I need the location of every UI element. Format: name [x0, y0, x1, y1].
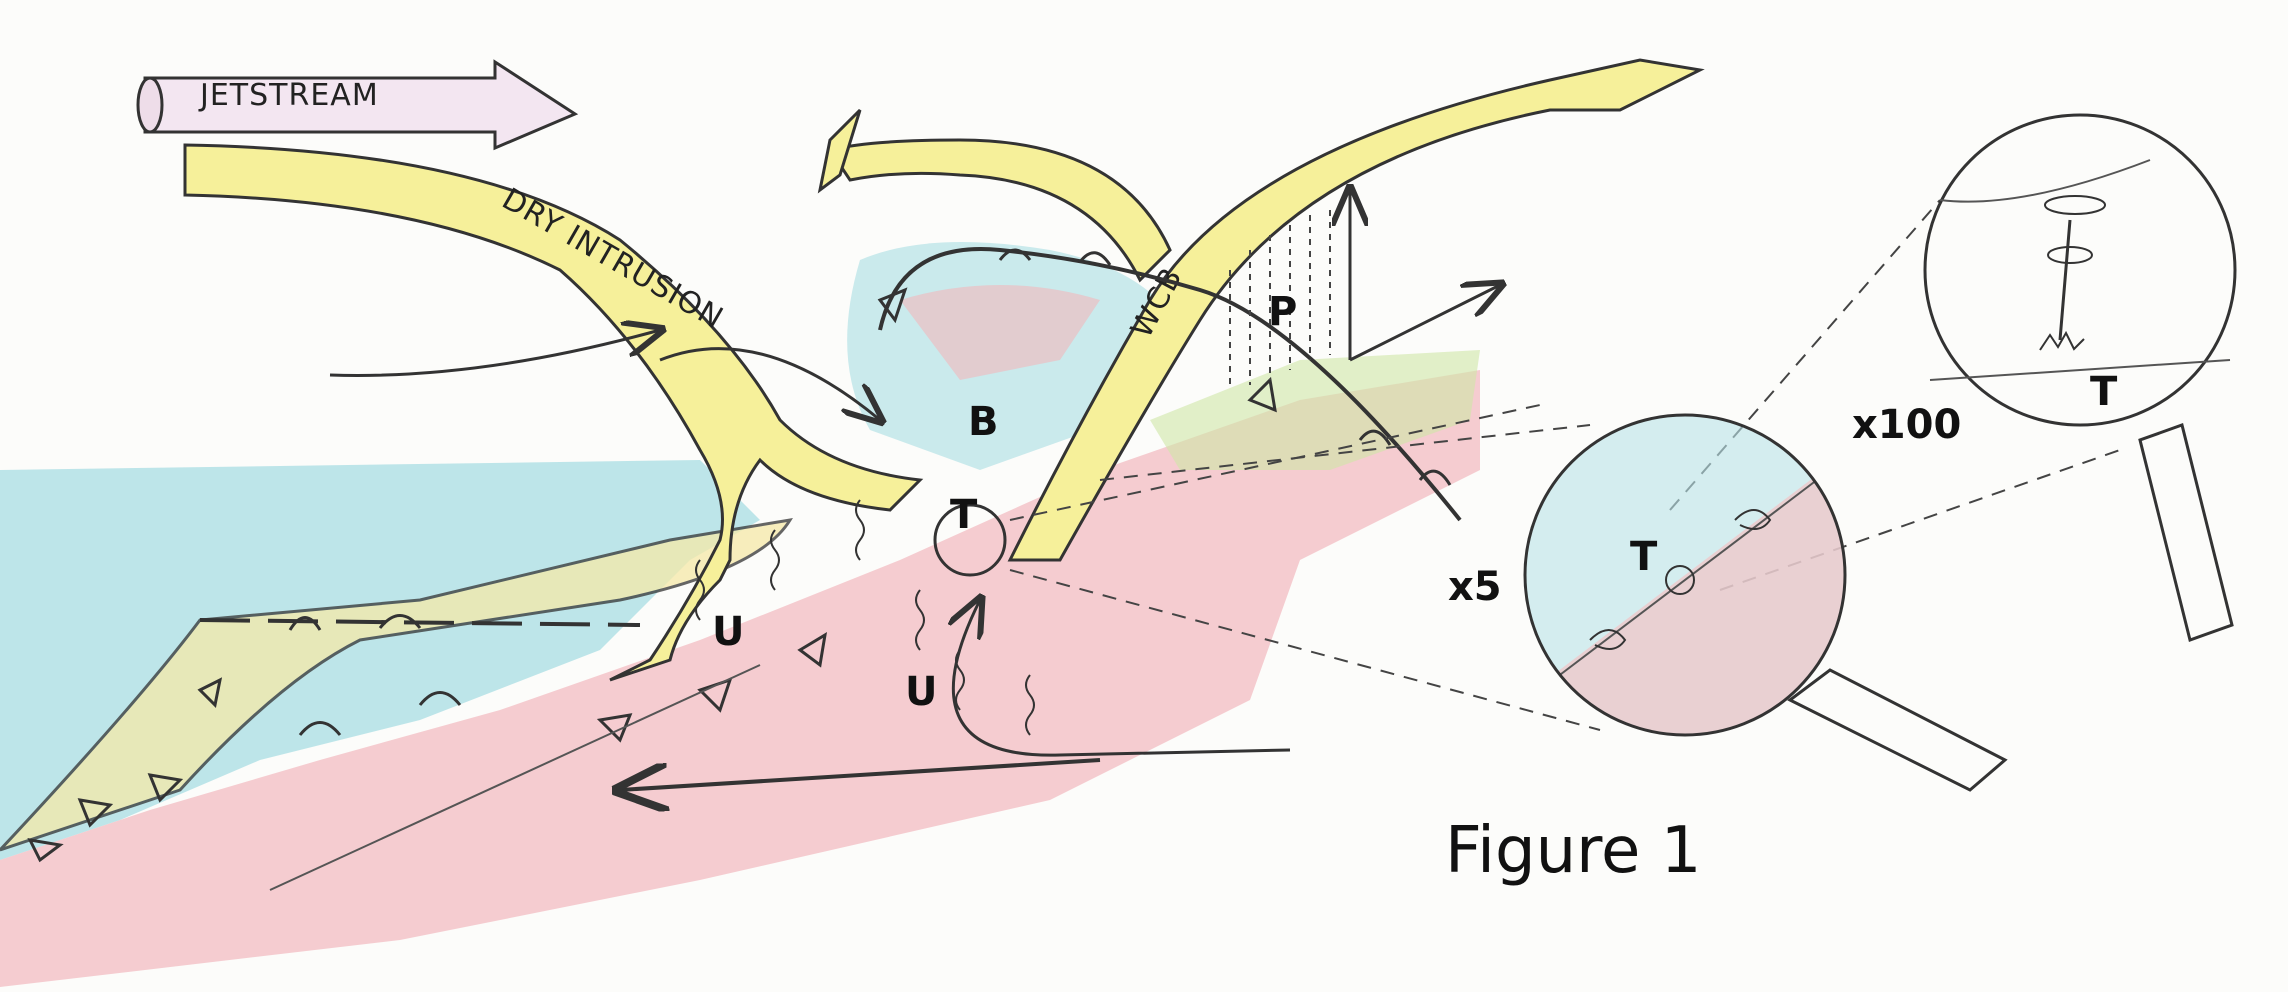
- magnifier-x100: T: [1925, 115, 2235, 640]
- shear-arrow-right: [1350, 285, 1500, 360]
- label-p: P: [1268, 289, 1297, 335]
- jetstream-label: JETSTREAM: [198, 78, 379, 113]
- label-x100: x100: [1852, 402, 1961, 448]
- label-u-right: U: [905, 669, 937, 715]
- jetstream-arrow: JETSTREAM: [138, 62, 575, 148]
- figure-caption: Figure 1: [1445, 814, 1701, 888]
- flow-arrow-left: [330, 330, 660, 375]
- label-b: B: [968, 399, 999, 445]
- label-t-zoom1: T: [1630, 534, 1658, 580]
- label-x5: x5: [1448, 564, 1502, 610]
- label-u-left: U: [712, 609, 744, 655]
- magnifier-x5: T: [1520, 410, 2005, 790]
- label-t-zoom2: T: [2090, 369, 2118, 415]
- label-t-main: T: [950, 492, 978, 538]
